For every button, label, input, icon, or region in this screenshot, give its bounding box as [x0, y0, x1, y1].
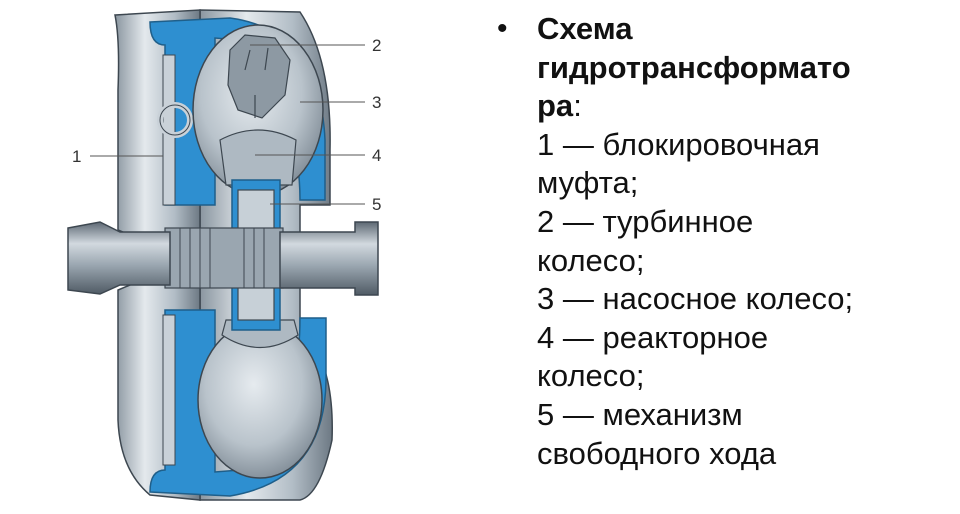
reactor-wheel-upper — [219, 129, 297, 186]
torque-converter-diagram: 1 2 3 4 5 — [67, 9, 381, 501]
bullet-marker: • — [497, 12, 508, 45]
callout-3: 3 — [372, 93, 381, 112]
title-line-3-wrap: ра: — [537, 87, 947, 126]
callout-5: 5 — [372, 195, 381, 214]
legend-item-1-cont: муфта; — [537, 165, 639, 201]
turbine-blades-upper — [227, 34, 291, 119]
damper-spring-outline — [159, 104, 191, 136]
legend-item-5-cont: свободного хода — [537, 435, 777, 471]
legend-item-5: 5 — механизм — [537, 396, 947, 435]
legend-text: насосное колесо; — [602, 281, 854, 317]
legend-text: турбинное — [602, 203, 754, 239]
caption-body: Схема гидротрансформато ра: 1 — блокиров… — [537, 10, 947, 473]
legend-num: 3 — [537, 281, 555, 317]
spline-hub — [164, 227, 284, 289]
legend-dash: — — [562, 396, 594, 432]
legend-item-3: 3 — насосное колесо; — [537, 280, 947, 319]
title-line-1: Схема — [537, 11, 633, 46]
callout-2: 2 — [372, 36, 381, 55]
legend-text: механизм — [602, 396, 743, 432]
caption-title: Схема гидротрансформато ра: — [537, 10, 947, 126]
legend-num: 5 — [537, 396, 555, 432]
figure-caption: • Схема гидротрансформато ра: 1 — блокир… — [497, 10, 947, 473]
callout-leaders — [90, 44, 365, 205]
legend-num: 2 — [537, 203, 555, 239]
blade-lines-upper — [244, 47, 269, 118]
legend-dash: — — [562, 126, 594, 162]
legend-dash: — — [562, 281, 594, 317]
title-line-2: гидротрансформато — [537, 49, 851, 85]
legend-dash: — — [562, 319, 594, 355]
lockup-clutch-lower — [162, 314, 176, 466]
legend-num: 1 — [537, 126, 555, 162]
title-line-3: ра — [537, 88, 574, 124]
input-shaft — [67, 221, 171, 295]
legend-text: реакторное — [602, 319, 769, 355]
legend-num: 4 — [537, 319, 555, 355]
legend-dash: — — [562, 203, 594, 239]
spline-teeth — [179, 228, 265, 288]
callout-1: 1 — [72, 147, 81, 166]
legend-item-4: 4 — реакторное — [537, 319, 947, 358]
callout-4: 4 — [372, 146, 381, 165]
output-shaft — [279, 221, 379, 296]
legend-item-4-cont: колесо; — [537, 358, 645, 394]
legend-item-2: 2 — турбинное — [537, 203, 947, 242]
legend-text: блокировочная — [602, 126, 820, 162]
title-colon: : — [573, 88, 582, 124]
legend-item-2-cont: колесо; — [537, 242, 645, 278]
legend-item-1: 1 — блокировочная — [537, 126, 947, 165]
